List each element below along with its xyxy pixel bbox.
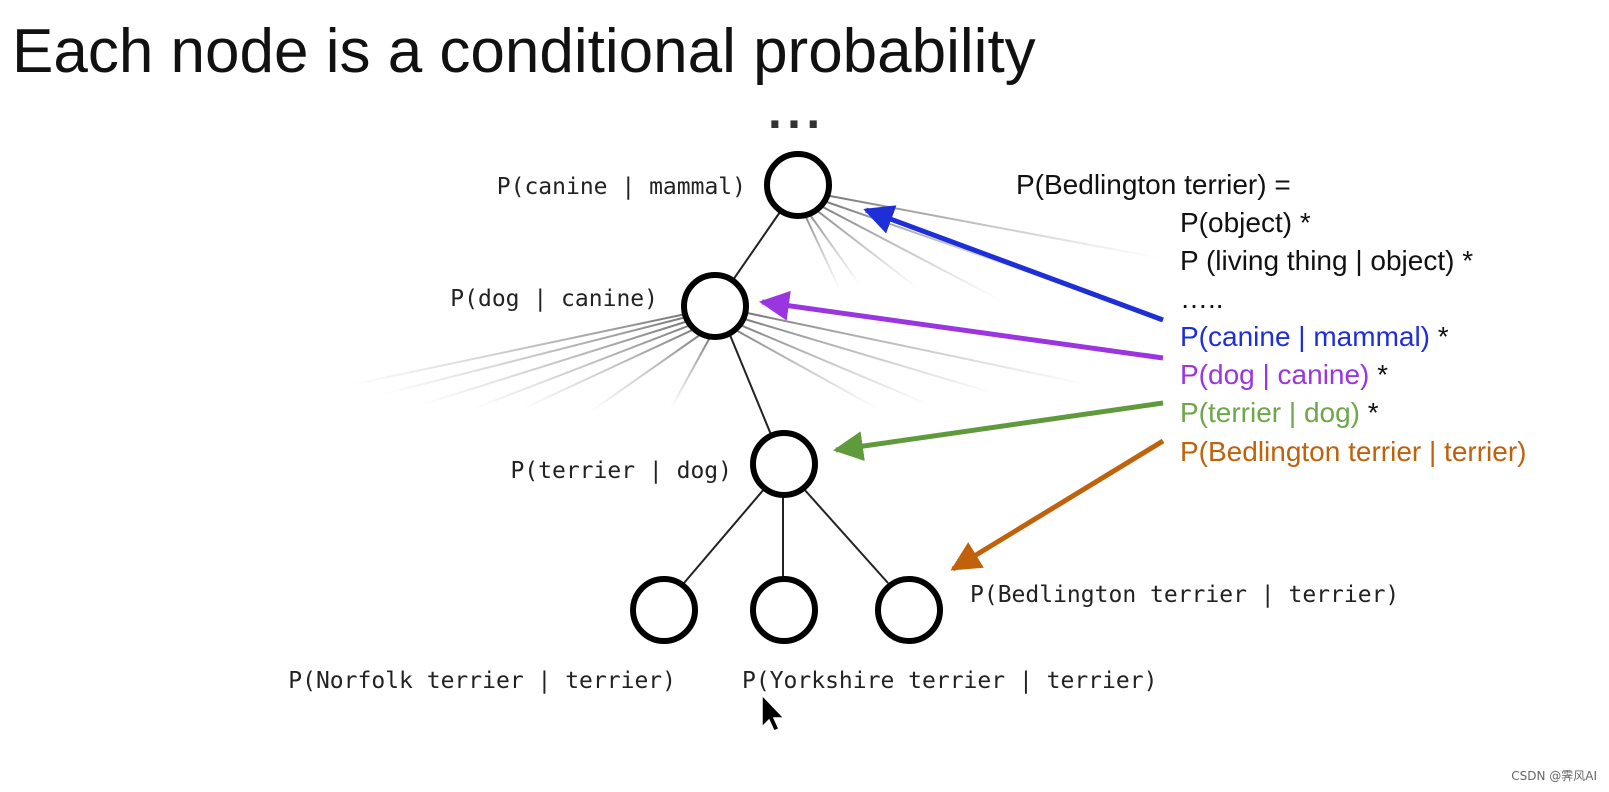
tree-nodes (630, 151, 943, 644)
formula-line-canine: P(canine | mammal) * (1180, 321, 1449, 352)
label-canine: P(canine | mammal) (497, 174, 746, 200)
formula-line-dog: P(dog | canine) * (1180, 359, 1388, 390)
node-yorkshire (750, 576, 818, 644)
edge-canine-dog (732, 211, 781, 281)
node-canine (764, 151, 832, 219)
node-terrier (750, 430, 818, 498)
formula-header: P(Bedlington terrier) = (1016, 169, 1291, 200)
formula-line-terrier: P(terrier | dog) * (1180, 397, 1379, 428)
edge-terrier-bedlington (802, 487, 889, 584)
ellipsis-top: ... (767, 92, 825, 138)
label-norfolk: P(Norfolk terrier | terrier) (288, 668, 676, 694)
node-norfolk (630, 576, 698, 644)
arrow-dog (759, 290, 1164, 361)
arrow-canine (863, 205, 1164, 323)
node-dog (681, 272, 749, 340)
formula-line-ellipsis: ….. (1180, 283, 1224, 314)
tree-edges (683, 211, 889, 584)
slide-title: Each node is a conditional probability (12, 17, 1036, 86)
node-bedlington (875, 576, 943, 644)
label-bedlington: P(Bedlington terrier | terrier) (970, 582, 1399, 608)
formula-line-living-thing: P (living thing | object) * (1180, 245, 1473, 276)
arrow-terrier (833, 400, 1164, 462)
arrow-bedlington (950, 438, 1165, 572)
edge-terrier-norfolk (683, 487, 766, 584)
formula-block: P(Bedlington terrier) = P(object) * P (l… (1016, 169, 1527, 467)
edge-dog-terrier (729, 334, 773, 438)
label-dog: P(dog | canine) (450, 286, 658, 312)
mouse-cursor-icon (761, 693, 786, 732)
formula-line-object: P(object) * (1180, 207, 1311, 238)
fading-sibling-edges (349, 189, 1161, 413)
formula-line-bedlington: P(Bedlington terrier | terrier) (1180, 436, 1527, 467)
label-terrier: P(terrier | dog) (510, 458, 732, 484)
label-yorkshire: P(Yorkshire terrier | terrier) (742, 668, 1157, 694)
watermark: CSDN @霁风AI (1511, 769, 1597, 783)
